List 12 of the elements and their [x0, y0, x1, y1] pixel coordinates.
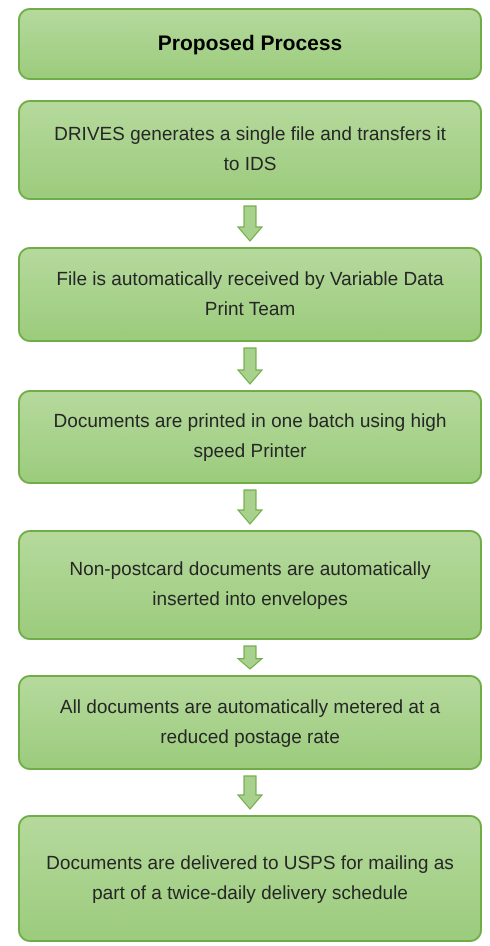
process-box: DRIVES generates a single file and transfers it to IDS: [18, 100, 482, 200]
arrow: [236, 347, 264, 385]
process-box: Non-postcard documents are automatically inserted into envelopes: [18, 530, 482, 640]
title-box: Proposed Process: [18, 8, 482, 80]
process-box: File is automatically received by Variable Data Print Team: [18, 247, 482, 342]
process-box: All documents are automatically metered at a reduced postage rate: [18, 675, 482, 770]
arrow: [236, 645, 264, 670]
arrow: [236, 489, 264, 525]
process-box: Documents are delivered to USPS for mailing as part of a twice-daily delivery schedule: [18, 815, 482, 942]
process-box: Documents are printed in one batch using high speed Printer: [18, 390, 482, 484]
arrow: [236, 775, 264, 810]
arrow: [236, 205, 264, 242]
